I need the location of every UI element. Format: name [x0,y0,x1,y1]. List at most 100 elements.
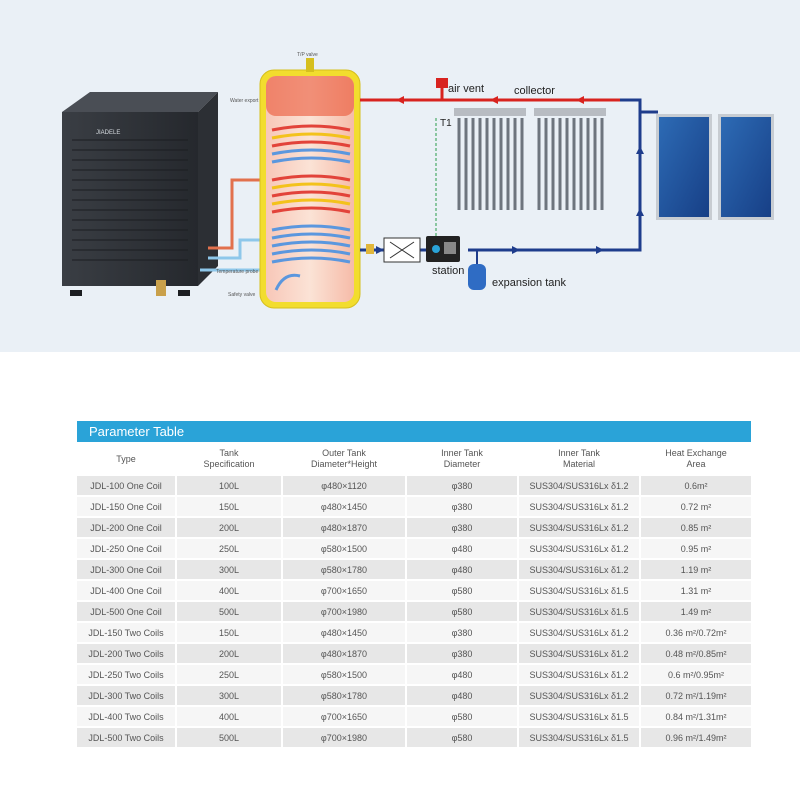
cell-inner-tank-diameter: φ580 [405,728,517,747]
cell-tank-specification: 250L [175,539,281,558]
tp-valve [306,58,314,72]
cell-inner-tank-diameter: φ380 [405,518,517,537]
cell-outer-tank-size: φ580×1500 [281,665,405,684]
collector-label: collector [514,85,555,97]
cell-inner-tank-material: SUS304/SUS316Lx δ1.2 [517,644,639,663]
cell-type: JDL-200 One Coil [77,518,175,537]
cell-outer-tank-size: φ580×1780 [281,686,405,705]
cell-tank-specification: 500L [175,602,281,621]
cell-heat-exchange-area: 0.6 m²/0.95m² [639,665,751,684]
cell-inner-tank-material: SUS304/SUS316Lx δ1.5 [517,581,639,600]
cell-inner-tank-diameter: φ580 [405,707,517,726]
cell-inner-tank-diameter: φ480 [405,686,517,705]
cell-inner-tank-material: SUS304/SUS316Lx δ1.2 [517,623,639,642]
column-header-line: Heat Exchange [665,448,727,458]
cell-type: JDL-200 Two Coils [77,644,175,663]
cell-inner-tank-material: SUS304/SUS316Lx δ1.2 [517,497,639,516]
cell-heat-exchange-area: 0.85 m² [639,518,751,537]
heat-pump-unit: JIADELE [62,92,218,296]
cell-tank-specification: 250L [175,665,281,684]
hot-pipe [360,78,620,104]
column-header-line: Type [116,453,136,464]
cell-type: JDL-500 One Coil [77,602,175,621]
cell-outer-tank-size: φ700×1980 [281,728,405,747]
cell-heat-exchange-area: 0.72 m² [639,497,751,516]
column-header-line: Diameter [443,459,481,469]
cell-type: JDL-500 Two Coils [77,728,175,747]
expansion-tank-label: expansion tank [492,277,566,289]
cell-heat-exchange-area: 0.96 m²/1.49m² [639,728,751,747]
column-header-line: Outer Tank [322,448,366,458]
tube-collector-left [454,108,526,210]
cell-type: JDL-100 One Coil [77,476,175,495]
column-header-line: Diameter*Height [310,459,378,469]
safety-valve-label: Safety valve [228,292,255,298]
cell-type: JDL-150 One Coil [77,497,175,516]
cell-heat-exchange-area: 1.19 m² [639,560,751,579]
flat-plate-collector-right [718,114,774,220]
cell-inner-tank-material: SUS304/SUS316Lx δ1.5 [517,602,639,621]
heat-pump-pipes [200,178,262,272]
cell-type: JDL-300 Two Coils [77,686,175,705]
parameter-table-title: Parameter Table [77,421,751,442]
brand-logo: JIADELE [96,130,120,136]
cell-tank-specification: 300L [175,560,281,579]
column-header-line: Area [686,459,706,469]
cell-heat-exchange-area: 0.6m² [639,476,751,495]
pump-station [366,236,460,263]
cell-type: JDL-400 One Coil [77,581,175,600]
column-header-type: Type [77,444,175,474]
cell-inner-tank-diameter: φ480 [405,665,517,684]
temperature-probe-label: Temperature probe [216,269,258,275]
cell-tank-specification: 200L [175,644,281,663]
cell-tank-specification: 200L [175,518,281,537]
column-header-line: Inner Tank [558,448,600,458]
cell-heat-exchange-area: 0.72 m²/1.19m² [639,686,751,705]
middle-coil [271,174,351,214]
tp-valve-label: T/P valve [297,52,318,58]
cell-outer-tank-size: φ480×1870 [281,644,405,663]
cell-tank-specification: 300L [175,686,281,705]
tube-collector-right [534,108,606,210]
cell-inner-tank-diameter: φ480 [405,539,517,558]
cell-inner-tank-diameter: φ380 [405,497,517,516]
cell-inner-tank-material: SUS304/SUS316Lx δ1.2 [517,560,639,579]
system-diagram-panel: JIADELE [0,0,800,352]
cell-type: JDL-250 Two Coils [77,665,175,684]
cell-heat-exchange-area: 0.95 m² [639,539,751,558]
cell-heat-exchange-area: 0.48 m²/0.85m² [639,644,751,663]
cell-tank-specification: 150L [175,497,281,516]
cell-type: JDL-250 One Coil [77,539,175,558]
cell-inner-tank-material: SUS304/SUS316Lx δ1.2 [517,686,639,705]
cell-outer-tank-size: φ480×1450 [281,623,405,642]
cell-outer-tank-size: φ700×1650 [281,581,405,600]
cell-outer-tank-size: φ480×1870 [281,518,405,537]
cell-inner-tank-material: SUS304/SUS316Lx δ1.2 [517,665,639,684]
air-vent [436,78,448,88]
upper-coil [271,124,351,164]
column-header-line: Material [562,459,595,469]
cell-tank-specification: 400L [175,707,281,726]
cell-inner-tank-material: SUS304/SUS316Lx δ1.2 [517,476,639,495]
flat-plate-collector-left [656,114,712,220]
cell-inner-tank-diameter: φ480 [405,560,517,579]
cell-heat-exchange-area: 1.31 m² [639,581,751,600]
